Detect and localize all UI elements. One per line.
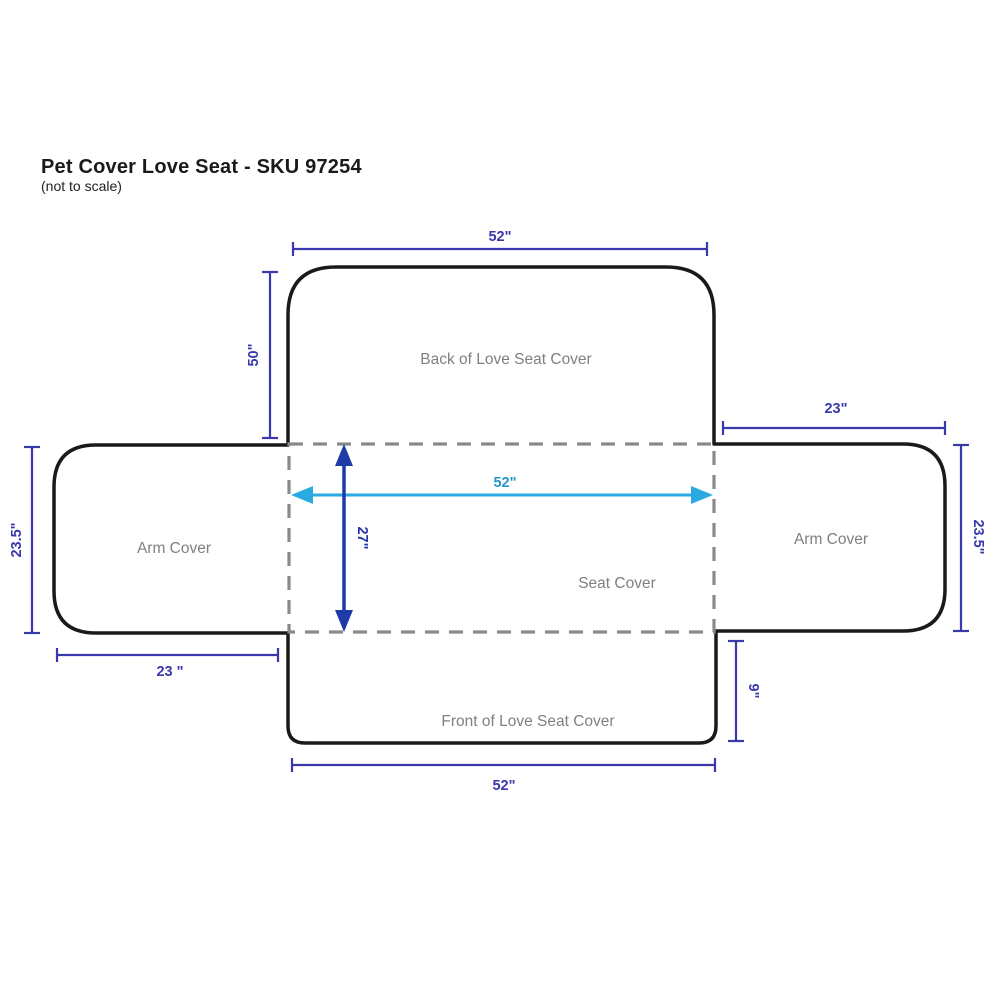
seat-fold-dashed-outline bbox=[287, 442, 716, 634]
dim-arm-left-side-height: 23.5" bbox=[9, 445, 40, 635]
dim-back-height-label: 50" bbox=[246, 343, 262, 366]
dim-seat-depth-label: 27" bbox=[354, 526, 370, 549]
seat-depth-arrowhead-bottom bbox=[335, 610, 353, 632]
dim-arm-right-side-height: 23.5" bbox=[953, 443, 986, 633]
dim-back-width: 52" bbox=[291, 229, 709, 256]
dim-seat-width-label: 52" bbox=[493, 475, 516, 491]
seat-width-arrowhead-left bbox=[291, 486, 313, 504]
dim-arm-right-top-width: 23" bbox=[721, 401, 947, 435]
dim-front-width: 52" bbox=[290, 758, 717, 794]
dim-seat-depth-arrow: 27" bbox=[335, 444, 370, 632]
dim-arm-right-top-label: 23" bbox=[824, 401, 847, 417]
dim-arm-right-side-label: 23.5" bbox=[970, 519, 986, 554]
page-title: Pet Cover Love Seat - SKU 97254 bbox=[41, 156, 362, 178]
label-arm-left-panel: Arm Cover bbox=[137, 540, 211, 557]
label-front-panel: Front of Love Seat Cover bbox=[441, 713, 614, 730]
dim-arm-left-bottom-label: 23 " bbox=[156, 664, 183, 680]
seat-depth-arrowhead-top bbox=[335, 444, 353, 466]
dim-seat-width-arrow: 52" bbox=[291, 475, 713, 504]
dim-arm-left-bottom-width: 23 " bbox=[55, 648, 280, 680]
label-back-panel: Back of Love Seat Cover bbox=[420, 351, 591, 368]
page-subtitle: (not to scale) bbox=[41, 178, 122, 194]
seat-width-arrowhead-right bbox=[691, 486, 713, 504]
dim-back-width-label: 52" bbox=[488, 229, 511, 245]
dim-front-width-label: 52" bbox=[492, 778, 515, 794]
dim-back-height: 50" bbox=[246, 270, 278, 440]
label-seat-panel: Seat Cover bbox=[578, 575, 656, 592]
dim-arm-left-side-label: 23.5" bbox=[9, 522, 25, 557]
dim-front-drop: 9" bbox=[728, 639, 761, 743]
dim-front-drop-label: 9" bbox=[745, 684, 761, 699]
label-arm-right-panel: Arm Cover bbox=[794, 531, 868, 548]
cover-outline bbox=[52, 265, 947, 745]
